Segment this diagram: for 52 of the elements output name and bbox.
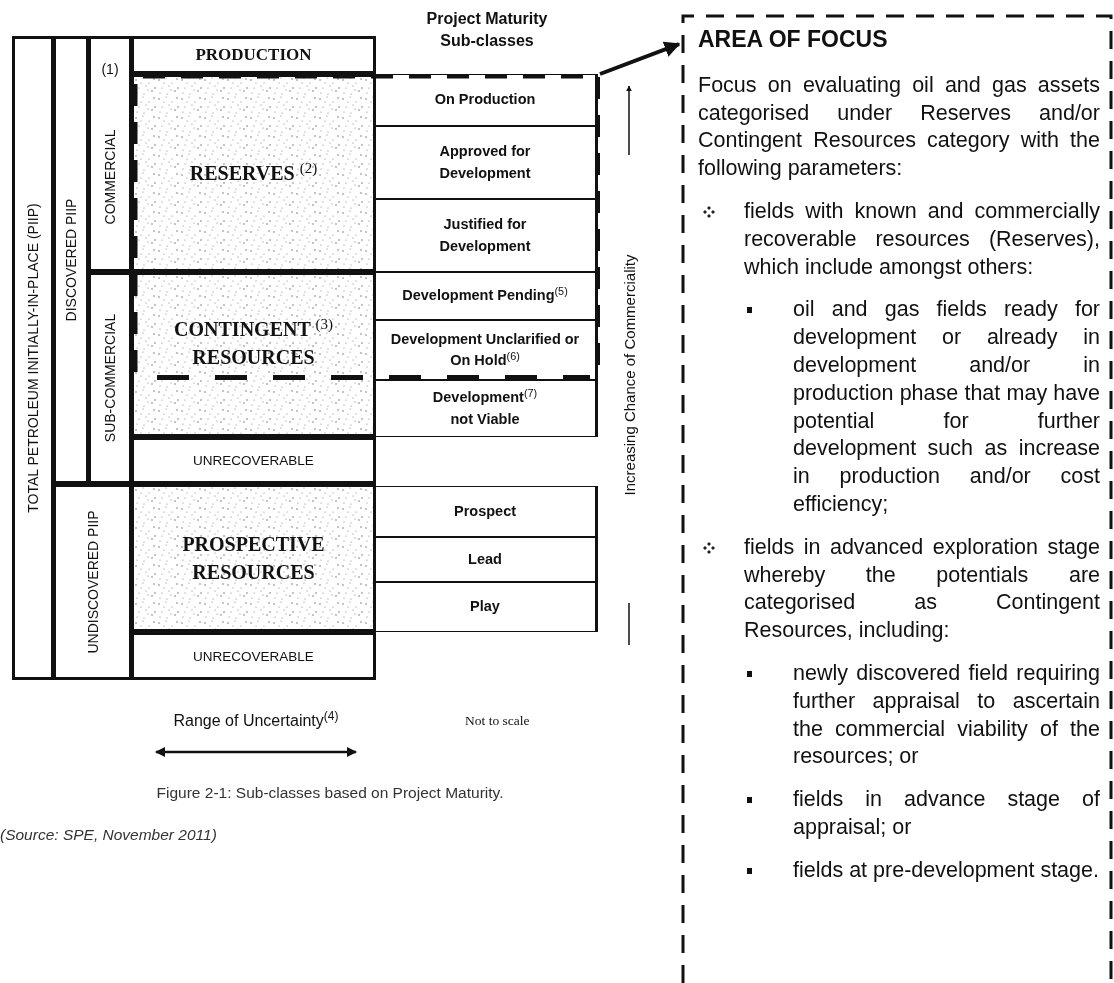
paragraph: oil and gas fields ready for development or already in development and/or in production phase that may have potential for further development such as increase in production and/or cost efficiency; — [793, 296, 1100, 518]
paragraph: Focus on evaluating oil and gas assets categorised under Reserves and/or Contingent Resources category with the following parameters: — [698, 71, 1100, 183]
column-label: UNDISCOVERED PIIP — [84, 510, 101, 654]
class-box — [131, 632, 376, 680]
column-label: COMMERCIAL — [102, 129, 118, 225]
sub-class-label: On Production — [434, 90, 536, 110]
focus-area-outline — [133, 74, 600, 380]
paragraph: fields at pre-development stage. — [793, 856, 1100, 884]
resource-class-box — [131, 484, 376, 632]
sub-class-label: Approved for Development — [438, 142, 532, 183]
paragraph: fields in advanced exploration stage whereby the potentials are categorised as Contingent Resources, including: — [744, 533, 1100, 645]
footnote-number: (1) — [101, 61, 119, 77]
column-label: DISCOVERED PIIP — [63, 198, 79, 322]
class-column — [53, 36, 89, 484]
class-label: PRODUCTION — [195, 45, 312, 65]
class-column — [53, 484, 132, 680]
note: Not to scale — [465, 713, 530, 729]
class-label: PROSPECTIVE RESOURCES — [181, 532, 326, 585]
sub-class-label: Play — [470, 597, 500, 617]
text-panel — [681, 14, 1113, 983]
class-column — [88, 36, 132, 272]
sub-class-label: Development Unclarified or On Hold$^{(6)}$ — [390, 330, 580, 370]
panel-heading: AREA OF FOCUS — [698, 26, 889, 54]
axis-label: Increasing Chance of Commerciality — [620, 254, 638, 496]
figure-caption: Figure 2-1: Sub-classes based on Project Maturity. — [156, 784, 504, 802]
sub-class-label: Prospect — [453, 502, 517, 521]
class-box — [131, 437, 376, 484]
paragraph: newly discovered field requiring further appraisal to ascertain the commercial viability of the resources; or — [793, 659, 1100, 771]
sub-class-box — [375, 582, 598, 632]
source-note: (Source: SPE, November 2011) — [0, 826, 217, 844]
sub-class-box — [375, 537, 598, 582]
class-column — [12, 36, 54, 680]
paragraph: fields with known and commercially recoverable resources (Reserves), which include amongst others: — [744, 198, 1100, 281]
sub-class-label: Justified for Development — [438, 215, 532, 256]
column-heading: Project Maturity Sub-classes — [425, 9, 549, 51]
sub-class-label: Development Pending$^{(5)}$ — [402, 285, 568, 306]
paragraph: fields in advance stage of appraisal; or — [793, 786, 1100, 841]
class-box — [131, 36, 376, 74]
class-label: UNRECOVERABLE — [193, 453, 314, 468]
class-column — [88, 272, 132, 484]
column-label: SUB-COMMERCIAL — [102, 313, 118, 443]
axis-label: Range of Uncertainty$^{(4)}$ — [173, 712, 339, 730]
class-label: RESERVES $^{(2)}$ — [189, 159, 318, 186]
sub-class-box — [375, 486, 598, 537]
sub-class-box — [375, 380, 598, 437]
class-label: UNRECOVERABLE — [193, 648, 314, 664]
sub-class-label: Lead — [468, 550, 502, 569]
sub-class-label: Development$^{(7)}$ not Viable — [431, 387, 539, 429]
resource-class-box — [131, 272, 376, 437]
class-label: CONTINGENT $^{(3)}$ RESOURCES — [173, 315, 334, 370]
arrow — [599, 41, 681, 76]
column-label: TOTAL PETROLEUM INITIALLY-IN-PLACE (PIIP) — [25, 203, 41, 513]
